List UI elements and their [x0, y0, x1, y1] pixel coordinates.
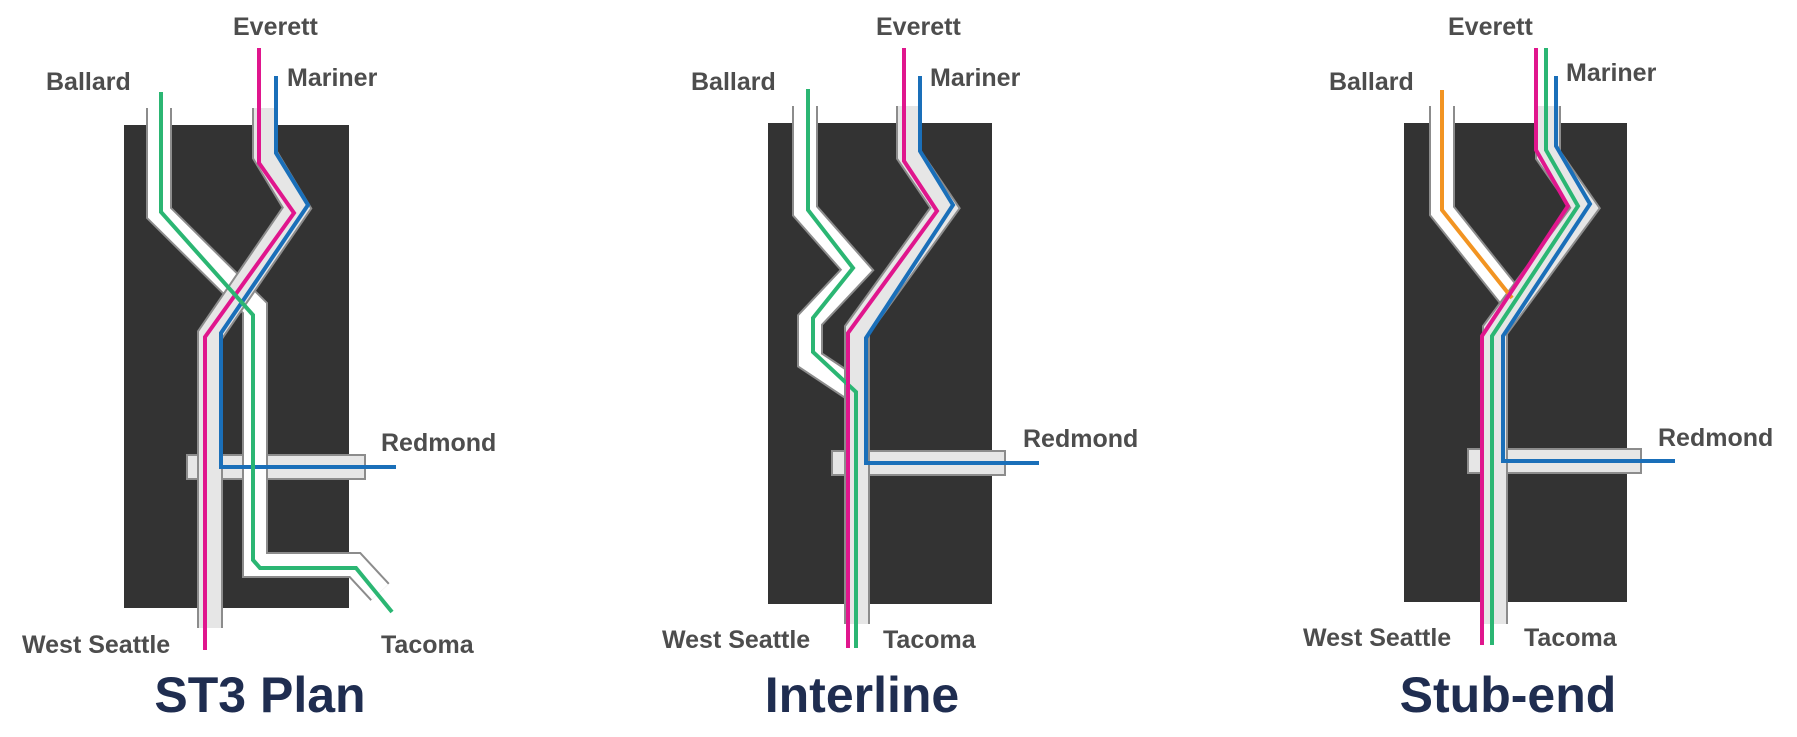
panel-title: Interline	[765, 667, 959, 723]
label-mariner: Mariner	[930, 64, 1021, 92]
label-tacoma: Tacoma	[883, 626, 977, 654]
line-green	[806, 89, 858, 648]
line-orange	[1440, 90, 1514, 300]
label-west-seattle: West Seattle	[662, 626, 810, 654]
label-west-seattle: West Seattle	[22, 631, 170, 659]
label-mariner: Mariner	[1566, 59, 1657, 87]
label-everett: Everett	[233, 13, 318, 41]
line-pink	[1480, 48, 1571, 645]
line-green	[1490, 48, 1581, 645]
label-redmond: Redmond	[1658, 424, 1773, 452]
label-ballard: Ballard	[1329, 68, 1414, 96]
panel-stub-end: Everett Mariner Ballard Redmond West Sea…	[1303, 13, 1773, 723]
panel-title: Stub-end	[1400, 667, 1617, 723]
label-everett: Everett	[876, 13, 961, 41]
panel-st3-plan: Everett Mariner Ballard Redmond West Sea…	[22, 13, 496, 723]
label-everett: Everett	[1448, 13, 1533, 41]
label-redmond: Redmond	[381, 429, 496, 457]
label-west-seattle: West Seattle	[1303, 624, 1451, 652]
line-pink	[203, 48, 297, 650]
label-ballard: Ballard	[46, 68, 131, 96]
panel-interline: Everett Mariner Ballard Redmond West Sea…	[662, 13, 1138, 723]
line-blue	[1501, 76, 1675, 463]
line-green	[159, 92, 394, 614]
label-tacoma: Tacoma	[381, 631, 475, 659]
line-blue	[864, 76, 1039, 465]
label-tacoma: Tacoma	[1524, 624, 1618, 652]
label-ballard: Ballard	[691, 68, 776, 96]
panel-title: ST3 Plan	[154, 667, 365, 723]
label-redmond: Redmond	[1023, 425, 1138, 453]
line-blue	[219, 76, 396, 469]
tunnel-everett-westseattle	[197, 108, 313, 628]
line-pink	[846, 48, 940, 648]
label-mariner: Mariner	[287, 64, 378, 92]
